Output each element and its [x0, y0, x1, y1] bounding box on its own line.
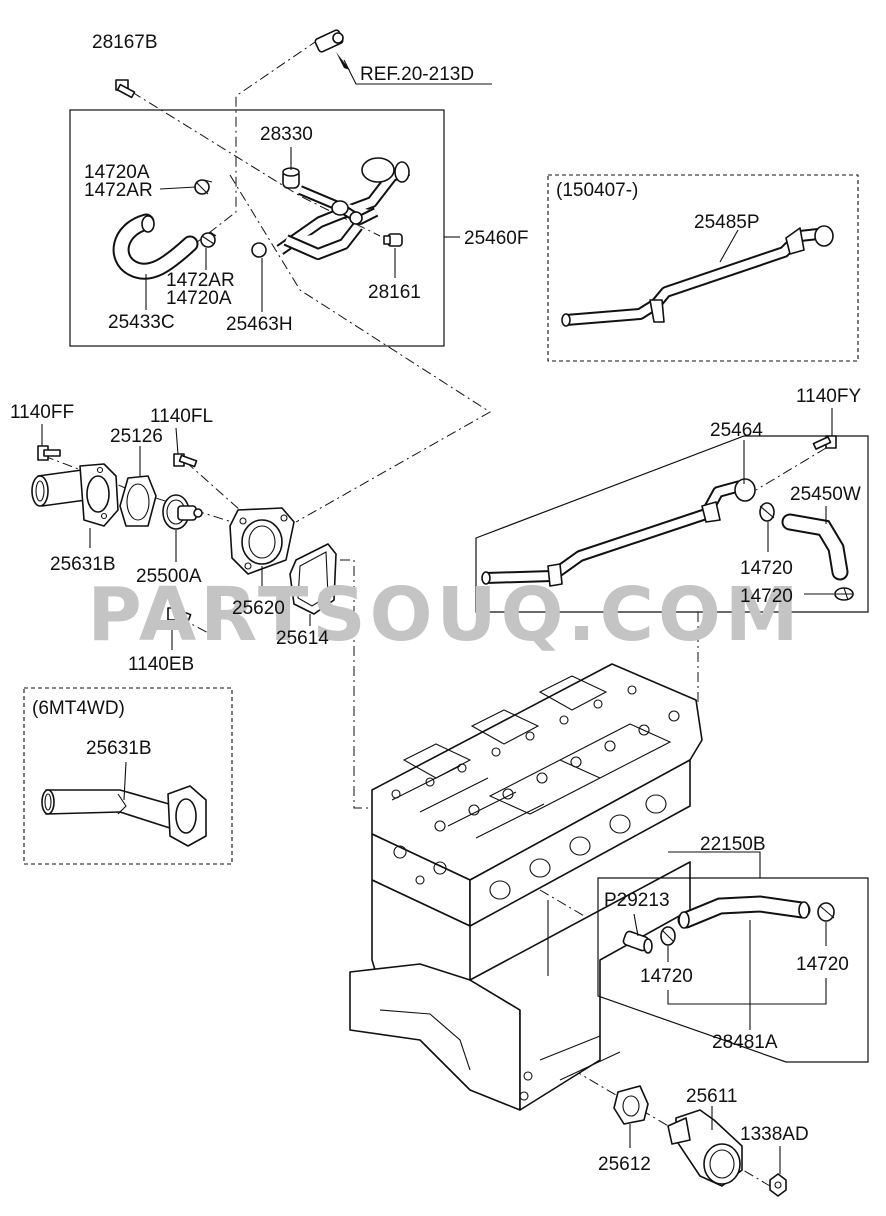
bolt-28167b-icon: [115, 79, 136, 99]
cylinder-head-icon: [349, 663, 703, 1111]
inlet-fitting-25631b-icon: [31, 463, 119, 527]
bolt-28161-icon: [383, 233, 403, 247]
thermostat-25500a-icon: [162, 494, 203, 530]
label-25611[interactable]: 25611: [686, 1086, 737, 1107]
label-28161[interactable]: 28161: [368, 282, 421, 303]
label-1140ff[interactable]: 1140FF: [10, 402, 74, 423]
leader-p29213: [633, 913, 639, 937]
label-ref-20-213d[interactable]: REF.20-213D: [360, 64, 474, 85]
label-1472ar-bottom[interactable]: 1472AR: [166, 270, 235, 291]
label-25464[interactable]: 25464: [710, 420, 763, 441]
pipe-25485p-icon: [561, 225, 834, 327]
label-25620[interactable]: 25620: [232, 598, 285, 619]
assembly-box-25460f: [69, 109, 445, 347]
label-14720a-bottom[interactable]: 14720A: [166, 288, 232, 309]
fitting-p29213-icon: [622, 930, 653, 954]
gasket-25612-icon: [613, 1085, 649, 1125]
pipe-25464-icon: [481, 478, 756, 587]
label-25614[interactable]: 25614: [276, 628, 329, 649]
label-1140fy[interactable]: 1140FY: [796, 386, 861, 407]
label-14720-left[interactable]: 14720: [640, 966, 693, 987]
housing-25620-icon: [229, 507, 295, 575]
label-22150b[interactable]: 22150B: [700, 834, 766, 855]
bolt-1140ff-icon: [37, 445, 61, 461]
label-14720-right[interactable]: 14720: [796, 954, 849, 975]
leader-28481a: [667, 920, 827, 1030]
clamp-14720-upper-icon: [759, 502, 775, 522]
clamp-14720-right-icon: [817, 902, 835, 922]
label-variant-6mt4wd: (6MT4WD): [32, 698, 125, 719]
label-25460f[interactable]: 25460F: [464, 228, 528, 249]
label-25433c[interactable]: 25433C: [108, 312, 175, 333]
label-28167b[interactable]: 28167B: [92, 32, 158, 53]
label-1338ad[interactable]: 1338AD: [740, 1124, 809, 1145]
label-variant-150407: (150407-): [556, 180, 638, 201]
leader-25485p: [719, 229, 739, 263]
leader-14720a-top: [159, 186, 197, 190]
label-28481a[interactable]: 28481A: [712, 1032, 778, 1053]
hose-25450w-icon: [781, 513, 849, 581]
centerline-1140eb: [179, 617, 215, 637]
label-25500a[interactable]: 25500A: [136, 566, 202, 587]
variant-box-6mt4wd: [23, 687, 233, 865]
gasket-25126-icon: [119, 475, 157, 527]
oring-25463h-icon: [251, 242, 267, 258]
label-1472ar-top[interactable]: 1472AR: [84, 180, 153, 201]
assembly-box-22150b: [597, 877, 869, 1063]
clamp-14720a-bottom-icon: [200, 231, 217, 248]
grommet-28330-icon: [282, 167, 300, 189]
leader-1140fl: [175, 427, 179, 455]
leader-22150b: [668, 851, 761, 878]
inlet-fitting-25631b-alt-icon: [41, 785, 207, 847]
pipe-25460f-icon: [276, 157, 411, 260]
bolt-1140eb-icon: [167, 607, 192, 622]
clamp-14720a-top-icon: [194, 179, 213, 195]
leader-25631b-alt: [123, 761, 127, 801]
assembly-box-25464: [475, 435, 869, 613]
label-1140eb[interactable]: 1140EB: [128, 654, 194, 675]
variant-box-150407: [547, 174, 859, 362]
centerline-bolt-28167b: [131, 91, 381, 237]
centerline-1140fl: [185, 461, 241, 511]
label-14720a-top[interactable]: 14720A: [84, 162, 150, 183]
centerline-1140fy: [755, 447, 827, 491]
label-25485p[interactable]: 25485P: [694, 212, 760, 233]
nut-1338ad-icon: [769, 1173, 787, 1197]
watermark: PARTSOUQ.COM: [87, 572, 802, 658]
label-25612[interactable]: 25612: [598, 1154, 651, 1175]
gasket-25614-icon: [289, 543, 337, 615]
label-1140fl[interactable]: 1140FL: [150, 406, 213, 427]
hose-25433c-icon: [112, 213, 199, 280]
label-28330[interactable]: 28330: [260, 124, 313, 145]
centerline-hose-to-housing: [229, 174, 491, 523]
label-14720-lower[interactable]: 14720: [740, 586, 793, 607]
label-p29213[interactable]: P29213: [604, 890, 670, 911]
ref-connector-icon: [314, 29, 492, 85]
hose-22150b-icon: [677, 895, 811, 929]
clamp-14720-left-icon: [660, 926, 676, 946]
bolt-1140fy-icon: [812, 435, 837, 450]
label-25631b-alt[interactable]: 25631B: [86, 738, 152, 759]
clamp-14720-lower-icon: [834, 587, 854, 601]
label-25631b[interactable]: 25631B: [50, 554, 116, 575]
label-14720-upper[interactable]: 14720: [740, 558, 793, 579]
outlet-fitting-25611-icon: [667, 1109, 743, 1187]
bolt-1140fl-icon: [173, 453, 198, 468]
label-25463h[interactable]: 25463H: [226, 314, 293, 335]
centerline-ref: [191, 39, 319, 247]
label-25450w[interactable]: 25450W: [790, 484, 861, 505]
label-25126[interactable]: 25126: [110, 426, 163, 447]
